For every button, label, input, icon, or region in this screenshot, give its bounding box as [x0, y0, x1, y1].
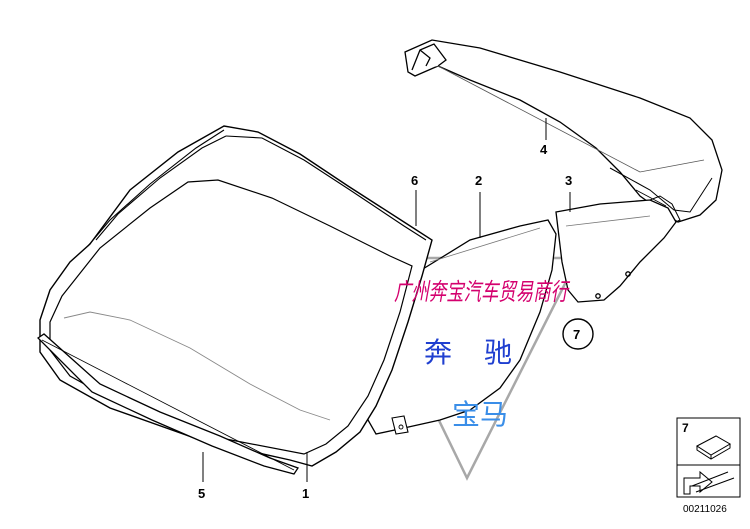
- watermark-char-left: 奔: [424, 336, 452, 369]
- callout-3: 3: [565, 173, 572, 188]
- windscreen-part-1: [39, 125, 433, 467]
- quarter-glass-part-3: [555, 195, 681, 303]
- callout-5: 5: [198, 486, 205, 501]
- watermark-char-bottom: 宝马: [452, 398, 508, 431]
- callout-2: 2: [475, 173, 482, 188]
- arrow-icon: [683, 470, 735, 495]
- callout-7-circle: 7: [562, 318, 594, 350]
- watermark-char-right: 驰: [484, 336, 512, 369]
- leader-lines: [202, 118, 571, 482]
- watermark-dealer-name: 广州奔宝汽车贸易商行: [394, 278, 570, 306]
- legend-box: 7 00211026: [676, 417, 741, 515]
- wrench-part-icon: [696, 435, 732, 460]
- lower-seal-part-5: [36, 333, 300, 475]
- diagram-id: 00211026: [683, 504, 727, 515]
- callout-1: 1: [302, 486, 309, 501]
- callout-4: 4: [540, 142, 548, 157]
- legend-item-label: 7: [682, 421, 689, 435]
- callout-6: 6: [411, 173, 418, 188]
- svg-text:7: 7: [573, 327, 580, 342]
- rear-window-part-4: [404, 39, 723, 223]
